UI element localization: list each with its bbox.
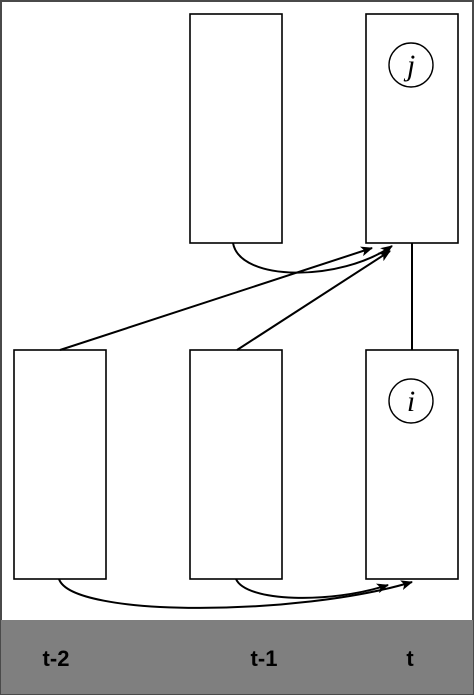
time-axis-band [1, 620, 473, 694]
arrow-bottom-middle-to-j [236, 250, 391, 351]
time-label-t: t [406, 646, 414, 671]
node-j-label: j [403, 49, 415, 82]
time-label-t-minus-1: t-1 [251, 646, 278, 671]
arrow-bottom-left-to-i [58, 578, 413, 609]
arrow-bottom-middle-to-i [235, 578, 389, 599]
node-i-circle [388, 378, 434, 424]
arrow-bottom-left-to-j [59, 246, 373, 351]
top-middle-box [189, 13, 283, 244]
bottom-middle-box [189, 349, 283, 580]
time-label-t-minus-2: t-2 [43, 646, 70, 671]
bottom-left-box [13, 349, 107, 580]
node-i-label: i [407, 385, 415, 418]
node-j-circle [388, 42, 434, 88]
